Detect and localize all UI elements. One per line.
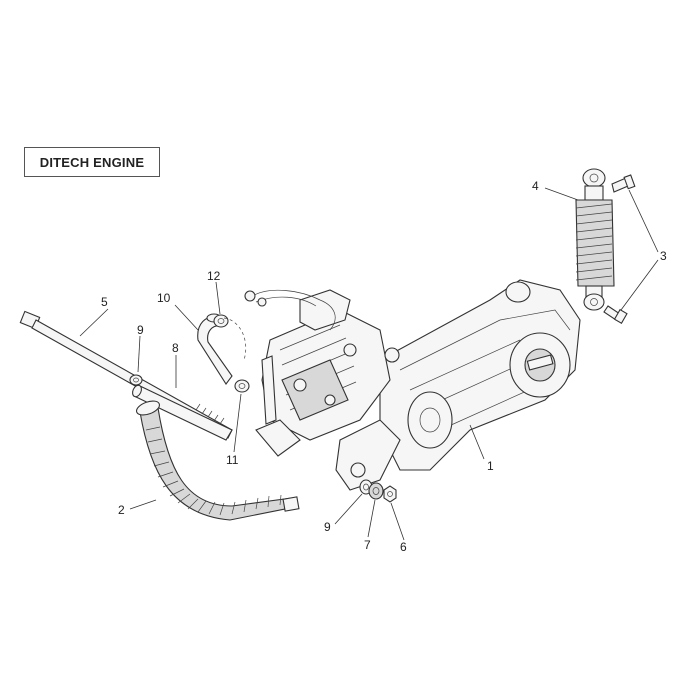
callout-1: 1	[487, 459, 494, 473]
part-8-spacer-tube[interactable]	[131, 384, 233, 441]
callout-12: 12	[207, 269, 221, 283]
callout-2: 2	[118, 503, 125, 517]
part-2-intake-hose[interactable]	[135, 398, 300, 521]
part-9-washer-upper[interactable]	[129, 374, 143, 386]
part-3-screw-upper[interactable]	[611, 174, 636, 193]
callout-labels: 1 2 3 4 5 6 7 8 9 9 10 11 12	[101, 179, 667, 554]
callout-5: 5	[101, 295, 108, 309]
part-7-spacer[interactable]	[368, 482, 384, 500]
part-4-shock-absorber[interactable]	[575, 168, 615, 311]
part-12-clamp[interactable]	[213, 314, 229, 328]
callout-10: 10	[157, 291, 171, 305]
part-3-screw-lower[interactable]	[603, 305, 628, 324]
callout-6: 6	[400, 540, 407, 554]
callout-9-lower: 9	[324, 520, 331, 534]
part-11-clamp[interactable]	[234, 379, 250, 393]
callout-8: 8	[172, 341, 179, 355]
leader-lines	[79, 187, 659, 541]
callout-4: 4	[532, 179, 539, 193]
diagram-title: DITECH ENGINE	[39, 154, 145, 170]
callout-7: 7	[364, 538, 371, 552]
part-6-nut[interactable]	[383, 485, 397, 503]
diagram-title-box: DITECH ENGINE	[24, 147, 160, 177]
callout-11: 11	[226, 453, 239, 467]
part-1-engine-assembly[interactable]	[244, 279, 581, 491]
callout-3: 3	[660, 249, 667, 263]
callout-9-upper: 9	[137, 323, 144, 337]
